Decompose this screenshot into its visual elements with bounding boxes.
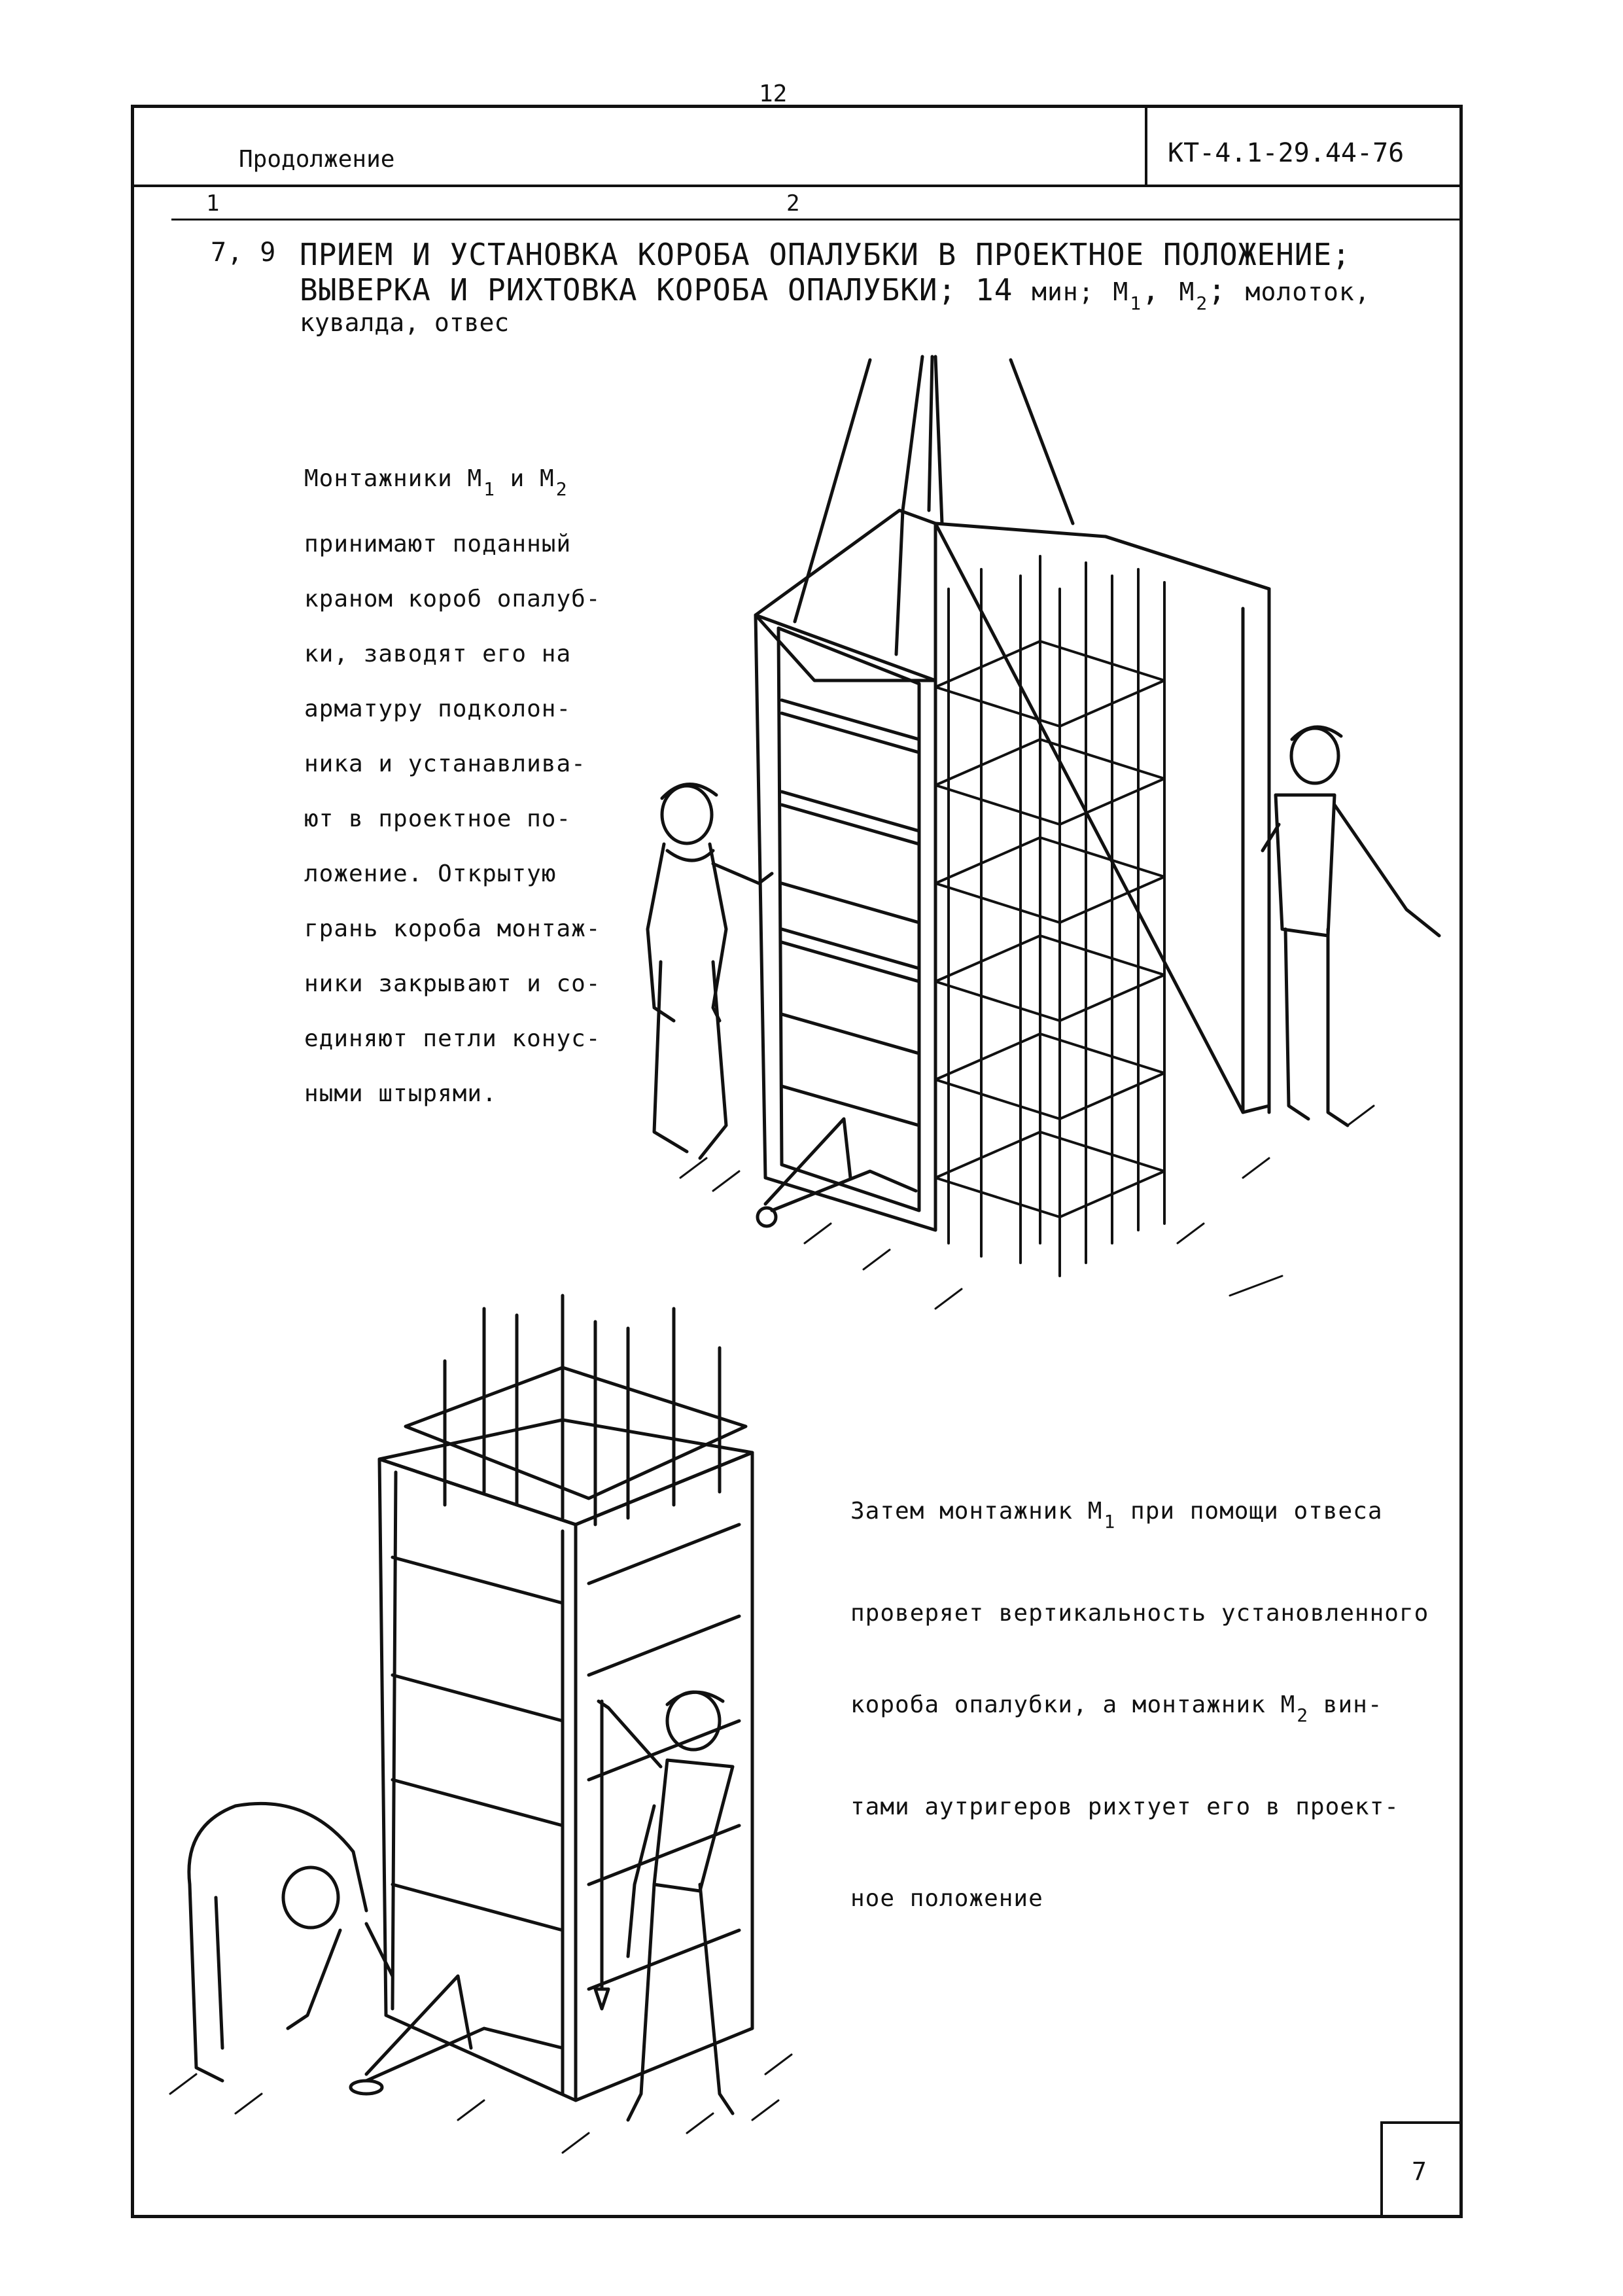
step-time: 14 xyxy=(975,272,1013,308)
continuation-label: Продолжение xyxy=(239,146,395,173)
sheet-number: 7 xyxy=(1412,2157,1427,2186)
top-illustration xyxy=(646,355,1441,1310)
doc-code: КТ-4.1-29.44-76 xyxy=(1168,138,1405,168)
screws-word: вин- xyxy=(1323,1691,1383,1718)
text-block-1-line: ника и устанавлива- xyxy=(304,751,586,777)
sheet-box-top xyxy=(1380,2121,1463,2124)
formwork-box-2 xyxy=(377,1418,754,2102)
step-title-line1: ПРИЕМ И УСТАНОВКА КОРОБА ОПАЛУБКИ В ПРОЕ… xyxy=(300,237,1351,272)
text-block-1-line: краном короб опалуб- xyxy=(304,586,601,612)
outrigger-bracket xyxy=(756,1117,918,1228)
page-frame xyxy=(131,105,1463,2218)
and-word: и xyxy=(510,465,525,492)
step-time-unit: мин; xyxy=(1032,277,1094,306)
text-block-2-line-2: проверяет вертикальность установленного xyxy=(850,1600,1429,1627)
m2-letter-2: М xyxy=(1280,1691,1296,1718)
worker-left-figure xyxy=(646,783,774,1160)
worker-right-figure xyxy=(1261,725,1441,1127)
step-title-line2-text: ВЫВЕРКА И РИХТОВКА КОРОБА ОПАЛУБКИ; xyxy=(300,272,957,308)
tools-line2: кувалда, отвес xyxy=(300,308,510,337)
text-block-1-line: грань короба монтаж- xyxy=(304,915,601,942)
text-block-1-line: ки, заводят его на xyxy=(304,641,572,667)
m2-letter: М xyxy=(540,465,555,492)
worker-m2: М xyxy=(1179,277,1195,306)
text-block-1-line: единяют петли конус- xyxy=(304,1025,601,1052)
box-and-installer: короба опалубки, а монтажник xyxy=(850,1691,1266,1718)
text-block-1-line: ными штырями. xyxy=(304,1080,497,1107)
tools-line1: молоток, xyxy=(1245,277,1370,306)
outrigger-2 xyxy=(349,1974,565,2096)
text-block-2-line-4: тами аутригеров рихтует его в проект- xyxy=(850,1793,1399,1820)
worker-standing-figure xyxy=(593,1690,735,2122)
text-block-2-line-3: короба опалубки, а монтажник М2 вин- xyxy=(850,1659,1429,1761)
formwork-box xyxy=(754,508,1271,1232)
ground-hatching-2 xyxy=(169,2053,793,2154)
installers-word: Монтажники xyxy=(304,465,453,492)
worker-crouching-figure xyxy=(187,1801,394,2083)
header-bottom-rule xyxy=(131,185,1463,187)
text-block-1-line: принимают поданный xyxy=(304,531,572,557)
with-plumb: при помощи отвеса xyxy=(1130,1498,1383,1525)
text-block-1-line-0: Монтажники М1 и М2 xyxy=(304,451,601,517)
rebar-tops xyxy=(404,1294,748,1527)
column-row-rule xyxy=(171,219,1463,221)
text-block-1: Монтажники М1 и М2 принимают поданный кр… xyxy=(304,451,601,1122)
m1-sub-2: 1 xyxy=(1104,1511,1116,1532)
m1-letter-2: М xyxy=(1087,1498,1103,1525)
step-title-line2: ВЫВЕРКА И РИХТОВКА КОРОБА ОПАЛУБКИ; 14 м… xyxy=(300,272,1370,314)
ground-hatching xyxy=(679,1104,1375,1310)
worker-m1-sub: 1 xyxy=(1130,292,1142,314)
page-number: 12 xyxy=(759,80,788,107)
worker-m2-sub: 2 xyxy=(1196,292,1208,314)
text-block-1-line: арматуру подколон- xyxy=(304,696,572,722)
text-block-2-line-1: Затем монтажник М1 при помощи отвеса xyxy=(850,1466,1429,1568)
text-block-2-line-5: ное положение xyxy=(850,1885,1043,1912)
text-block-1-line: ложение. Открытую xyxy=(304,860,557,887)
m1-sub: 1 xyxy=(483,478,495,500)
worker-m1: М xyxy=(1113,277,1129,306)
column-number-2: 2 xyxy=(786,190,800,217)
code-box-divider xyxy=(1145,105,1147,186)
text-block-2: Затем монтажник М1 при помощи отвеса про… xyxy=(850,1466,1429,1945)
rebar-cage xyxy=(934,555,1166,1277)
then-installer: Затем монтажник xyxy=(850,1498,1073,1525)
text-block-1-line: ники закрывают и со- xyxy=(304,970,601,997)
m1-letter: М xyxy=(467,465,483,492)
step-number: 7, 9 xyxy=(211,238,277,268)
bottom-illustration xyxy=(169,1294,793,2154)
text-block-1-line: ют в проектное по- xyxy=(304,805,572,832)
m2-sub-2: 2 xyxy=(1297,1704,1309,1726)
m2-sub: 2 xyxy=(555,478,568,500)
sheet-box-left xyxy=(1380,2121,1383,2218)
column-number-1: 1 xyxy=(206,190,220,217)
